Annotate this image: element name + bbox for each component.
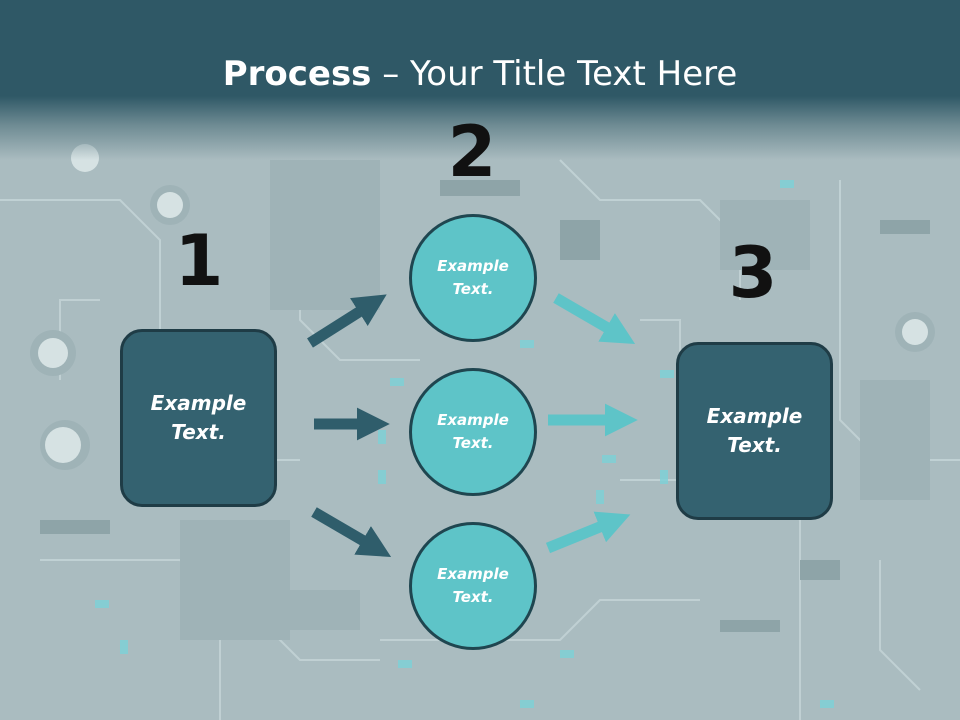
step-number-2: 2 bbox=[447, 111, 497, 193]
title-rest: – Your Title Text Here bbox=[371, 54, 738, 94]
arrow-to-circle-1 bbox=[307, 294, 387, 348]
circle-2: Example Text. bbox=[409, 368, 537, 496]
arrow-from-circle-1 bbox=[553, 293, 636, 344]
circle-3: Example Text. bbox=[409, 522, 537, 650]
right-box-label: Example Text. bbox=[706, 404, 803, 457]
slide-title: Process – Your Title Text Here bbox=[0, 52, 960, 96]
circle-1-label: Example Text. bbox=[437, 257, 509, 298]
left-step-box: Example Text. bbox=[120, 329, 277, 507]
circle-3-label: Example Text. bbox=[437, 565, 509, 606]
step-number-3: 3 bbox=[728, 232, 778, 314]
title-bar bbox=[0, 0, 960, 160]
circle-2-label: Example Text. bbox=[437, 411, 509, 452]
arrow-from-circle-3 bbox=[545, 511, 631, 554]
title-bold: Process bbox=[222, 54, 372, 94]
step-number-1: 1 bbox=[174, 220, 224, 302]
circle-1: Example Text. bbox=[409, 214, 537, 342]
left-box-label: Example Text. bbox=[150, 391, 247, 444]
arrow-to-circle-3 bbox=[311, 507, 392, 557]
right-step-box: Example Text. bbox=[676, 342, 833, 520]
